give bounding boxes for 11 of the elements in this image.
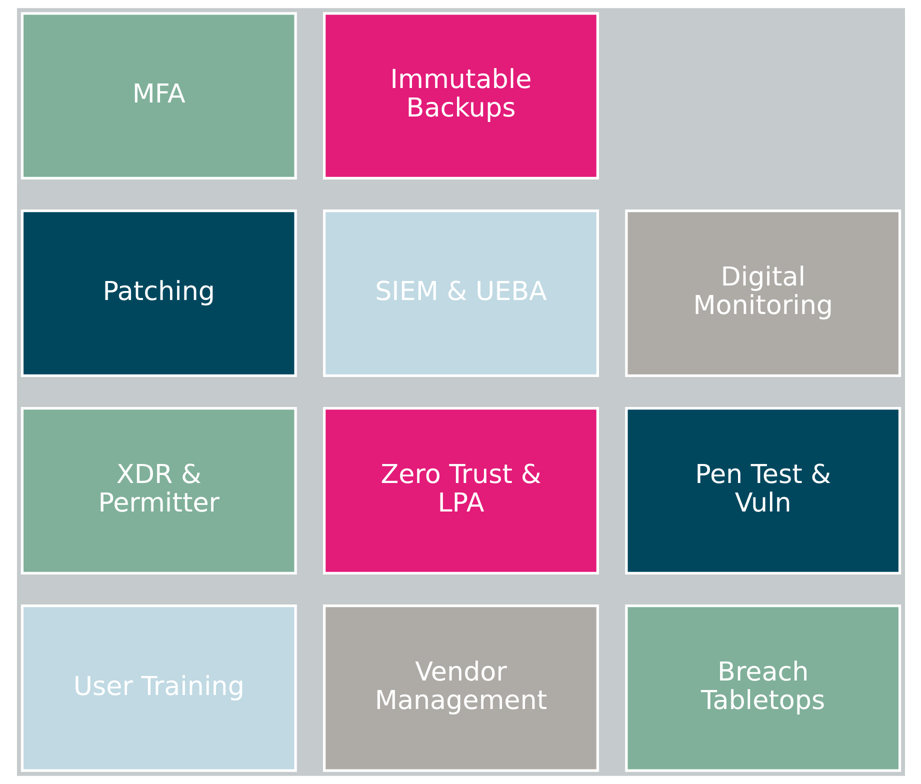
node-box: Vendor Management <box>322 604 598 772</box>
node-box: Digital Monitoring <box>624 210 901 377</box>
node-box: Zero Trust & LPA <box>322 407 598 574</box>
node-box: Patching <box>20 210 296 377</box>
node-box: Immutable Backups <box>322 12 598 180</box>
node-box: MFA <box>20 12 296 180</box>
node-box: SIEM & UEBA <box>322 210 598 377</box>
node-box: XDR & Permitter <box>20 407 296 574</box>
node-box: Breach Tabletops <box>624 604 901 772</box>
node-box: Pen Test & Vuln <box>624 407 901 574</box>
node-box: User Training <box>20 604 296 772</box>
